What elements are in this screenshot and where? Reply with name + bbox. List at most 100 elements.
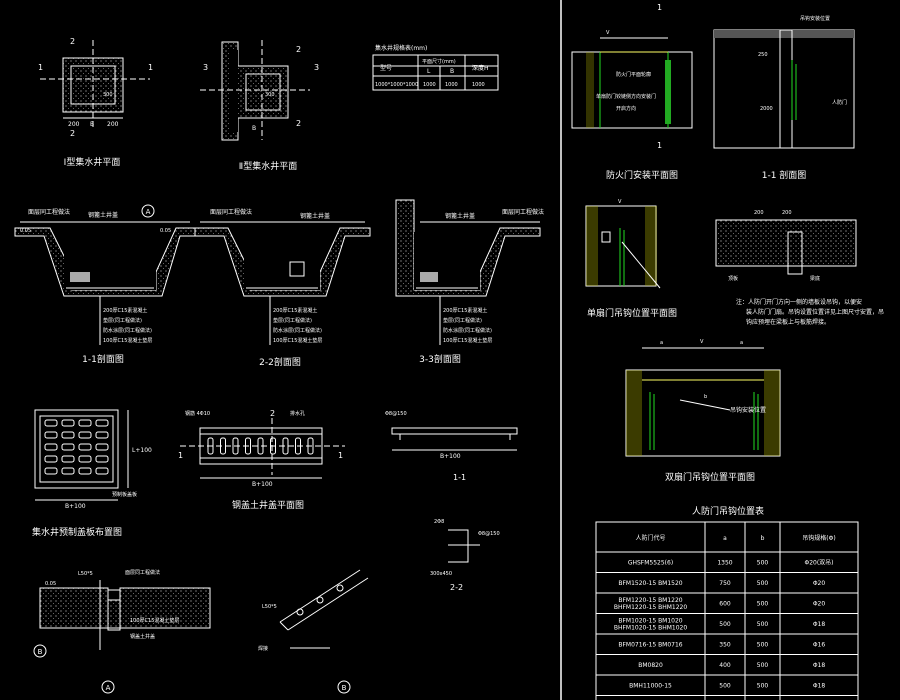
svg-text:2Φ8: 2Φ8 — [434, 519, 444, 525]
table-cell: 500 — [757, 600, 769, 607]
svg-text:防火门平面轮廓: 防火门平面轮廓 — [616, 71, 651, 78]
door-install-plan: V 防火门平面轮廓 单扇防门铰链侧方向安装门 开启方向 1 1 — [571, 3, 693, 150]
table-cell: BHFM1220-15 BHM1220 — [614, 604, 687, 611]
svg-text:2: 2 — [270, 409, 275, 418]
section3-title: 3-3剖面图 — [419, 353, 461, 365]
svg-text:V: V — [618, 199, 622, 205]
single-title: 单扇门吊钩位置平面图 — [587, 307, 677, 319]
svg-text:1000*1000*1000: 1000*1000*1000 — [375, 82, 418, 88]
svg-text:钢筋 4Φ10: 钢筋 4Φ10 — [185, 410, 210, 417]
plan-type2: 3 3 2 2 B 300 — [200, 40, 319, 141]
svg-text:2000: 2000 — [760, 106, 773, 112]
table-frame — [595, 521, 859, 700]
table-header: a — [723, 535, 727, 542]
cover-slot — [95, 467, 109, 475]
plan2-title: Ⅱ型集水井平面 — [239, 160, 297, 172]
svg-text:2: 2 — [296, 45, 301, 54]
table-cell: GHSFM5525(6) — [628, 559, 673, 566]
table-cell: Φ20(双吊) — [804, 559, 833, 566]
svg-text:单扇防门铰链侧方向安装门: 单扇防门铰链侧方向安装门 — [596, 93, 656, 100]
svg-text:平面尺寸(mm): 平面尺寸(mm) — [422, 58, 456, 65]
svg-text:面层同工程做法: 面层同工程做法 — [210, 208, 252, 216]
door-title: 防火门安装平面图 — [606, 169, 678, 181]
table-cell: 500 — [757, 559, 769, 566]
double-title: 双扇门吊钩位置平面图 — [665, 471, 755, 483]
svg-text:垫层(同工程做法): 垫层(同工程做法) — [273, 317, 312, 324]
spec-table: 集水井规格表(mm) 型号 平面尺寸(mm) L B 深度H 1000*1000… — [372, 44, 499, 91]
double-door-hook-plan: V a a b 吊钩安装位置 — [625, 339, 781, 457]
single-door-hook-plan: V — [585, 199, 661, 289]
svg-text:A: A — [146, 208, 151, 216]
svg-text:1-1: 1-1 — [453, 473, 466, 482]
note-line: 注：人防门开门方向一侧的墙板设吊钩，以便安 — [736, 298, 862, 306]
door-section-1-1: 吊钩安装位置 250 2000 人防门 — [713, 15, 855, 149]
svg-text:100厚C15混凝土垫层: 100厚C15混凝土垫层 — [273, 337, 322, 344]
cover-slot — [78, 467, 92, 475]
svg-text:L50*5: L50*5 — [78, 571, 93, 577]
svg-text:300: 300 — [103, 92, 113, 98]
svg-text:200厚C15素混凝土: 200厚C15素混凝土 — [443, 307, 487, 314]
detail-b: L50*5 焊接 B — [258, 569, 369, 694]
cover-slot — [44, 467, 58, 475]
svg-text:B: B — [38, 648, 43, 656]
table-cell: 350 — [719, 641, 731, 648]
svg-text:B: B — [450, 68, 454, 75]
svg-text:V: V — [606, 30, 610, 36]
cover-slot — [78, 419, 92, 427]
svg-text:0.05: 0.05 — [160, 228, 171, 234]
svg-text:1000: 1000 — [423, 82, 436, 88]
table-header: 吊钩规格(Φ) — [802, 534, 835, 542]
svg-text:面层同工程做法: 面层同工程做法 — [502, 208, 544, 216]
svg-text:B+100: B+100 — [252, 481, 273, 488]
section-1-1: A 面层同工程做法 钢篦土井盖 200厚C15素混凝土 垫层(同工程做法) 防水… — [14, 204, 196, 345]
svg-text:面层同工程做法: 面层同工程做法 — [125, 569, 160, 576]
table-cell: BHFM1020-15 BHM1020 — [614, 624, 687, 631]
svg-text:梁底: 梁底 — [810, 275, 820, 282]
grate-plan: 2 1 1 钢筋 4Φ10 排水孔 B+100 — [178, 409, 345, 488]
svg-text:防水涂层(同工程做法): 防水涂层(同工程做法) — [103, 327, 152, 334]
table-cell: 500 — [757, 662, 769, 669]
table-cell: 500 — [719, 621, 731, 628]
table-cell: Φ18 — [813, 621, 826, 628]
svg-text:钢篦土井盖: 钢篦土井盖 — [88, 211, 118, 219]
table-cell: 750 — [719, 580, 731, 587]
svg-text:B: B — [342, 684, 347, 692]
svg-text:a: a — [740, 340, 743, 346]
svg-text:A: A — [106, 684, 111, 692]
svg-text:200: 200 — [107, 121, 119, 128]
svg-text:排水孔: 排水孔 — [290, 410, 305, 417]
svg-text:焊接: 焊接 — [258, 645, 268, 652]
table-cell: 400 — [719, 662, 731, 669]
svg-text:B: B — [252, 125, 256, 132]
svg-text:L: L — [427, 68, 431, 75]
table-cell: Φ20 — [813, 580, 826, 587]
svg-text:2-2: 2-2 — [450, 583, 463, 592]
svg-text:1000: 1000 — [472, 82, 485, 88]
table-cell: 600 — [719, 600, 731, 607]
table-header: 人防门代号 — [635, 534, 665, 542]
cover-slot — [95, 431, 109, 439]
cover-slot — [95, 419, 109, 427]
section11-title: 1-1 剖面图 — [762, 169, 807, 181]
svg-text:垫层(同工程做法): 垫层(同工程做法) — [103, 317, 142, 324]
svg-text:人防门吊钩位置表: 人防门吊钩位置表 — [692, 505, 764, 517]
cover-slot — [78, 431, 92, 439]
table-header: b — [761, 535, 765, 542]
table-cell: Φ20 — [813, 600, 826, 607]
svg-text:1: 1 — [657, 3, 662, 12]
svg-text:防水涂层(同工程做法): 防水涂层(同工程做法) — [273, 327, 322, 334]
svg-text:100厚C15混凝土垫层: 100厚C15混凝土垫层 — [103, 337, 152, 344]
detail-a: L50*5 面层同工程做法 0.05 100厚C15混凝土垫层 钢盖土井盖 B … — [33, 569, 211, 694]
table-cell: Φ18 — [813, 662, 826, 669]
svg-text:0.05: 0.05 — [20, 228, 31, 234]
svg-text:3: 3 — [314, 63, 319, 72]
table-cell: Φ16 — [813, 641, 826, 648]
svg-text:预制板盖板: 预制板盖板 — [112, 491, 137, 498]
table-cell: 500 — [757, 580, 769, 587]
svg-text:200厚C15素混凝土: 200厚C15素混凝土 — [273, 307, 317, 314]
svg-text:垫层(同工程做法): 垫层(同工程做法) — [443, 317, 482, 324]
svg-text:钢篦土井盖: 钢篦土井盖 — [300, 212, 330, 220]
svg-text:开启方向: 开启方向 — [616, 105, 636, 112]
